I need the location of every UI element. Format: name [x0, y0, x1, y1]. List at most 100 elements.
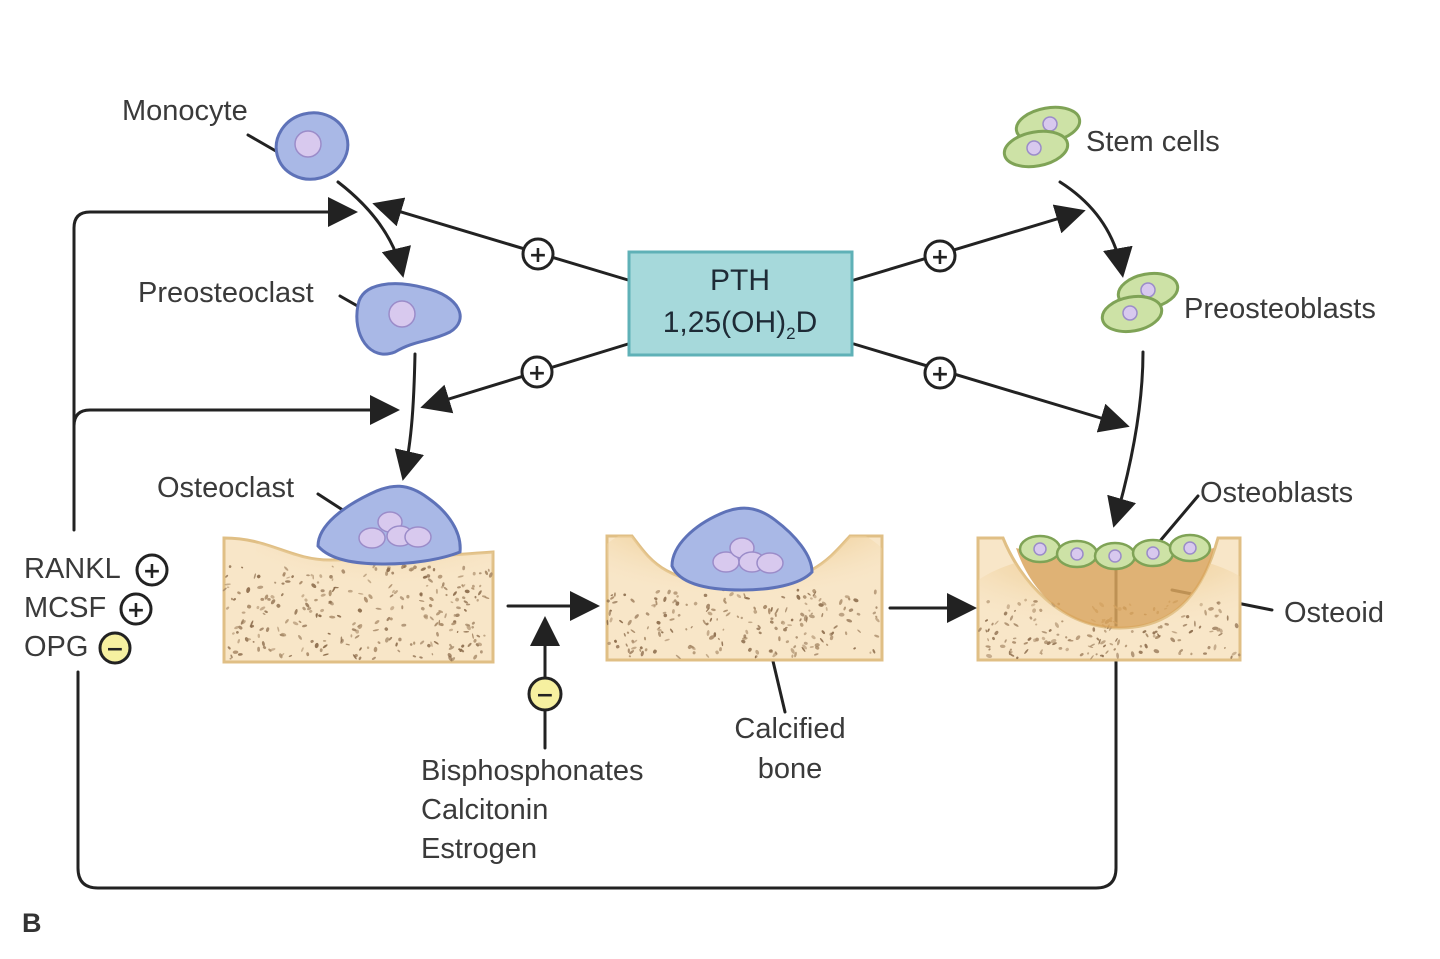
osteoclast-cell-in-pit: [670, 506, 814, 592]
bone-speckle: [770, 617, 774, 621]
bone-speckle: [328, 600, 332, 603]
bone-speckle: [422, 575, 428, 579]
bone-speckle: [427, 578, 433, 583]
bone-speckle: [802, 644, 808, 650]
bone-speckle: [298, 634, 302, 640]
bone-speckle: [463, 600, 468, 604]
bone-speckle: [301, 647, 304, 652]
bone-speckle: [755, 649, 760, 655]
bone-speckle: [427, 643, 431, 648]
bone-speckle: [225, 606, 230, 610]
bone-speckle: [234, 625, 240, 630]
bone-speckle: [285, 580, 291, 583]
label-stem-cells: Stem cells: [1086, 126, 1220, 158]
bone-speckle: [481, 595, 487, 598]
bone-speckle: [802, 595, 807, 599]
bone-speckle: [471, 584, 475, 588]
bone-speckle-texture: [222, 563, 493, 662]
bone-speckle: [693, 601, 698, 606]
bone-speckle: [833, 625, 838, 629]
bone-speckle: [430, 641, 433, 648]
bone-speckle: [236, 631, 239, 634]
bone-speckle: [276, 603, 281, 608]
bone-speckle: [433, 641, 439, 645]
label-osteoid: Osteoid: [1284, 597, 1384, 629]
bone-speckle: [736, 615, 740, 618]
bone-speckle: [449, 643, 453, 648]
bone-speckle: [988, 648, 991, 651]
bone-speckle: [461, 644, 465, 648]
bone-speckle: [705, 622, 709, 626]
bone-speckle: [457, 575, 464, 578]
bone-speckle: [432, 568, 436, 572]
bone-speckle: [230, 654, 233, 659]
bone-speckle: [265, 627, 270, 632]
bone-speckle: [398, 637, 402, 642]
bone-speckle: [623, 593, 627, 597]
bone-speckle: [429, 616, 434, 621]
bone-speckle: [388, 583, 393, 589]
svg-text:OPG: OPG: [24, 631, 88, 663]
bone-speckle: [644, 648, 648, 652]
bone-speckle: [418, 600, 425, 602]
bone-speckle: [774, 612, 777, 617]
bone-speckle: [284, 619, 289, 624]
svg-text:+: +: [931, 362, 949, 387]
bone-speckle: [329, 615, 336, 619]
bone-speckle: [419, 592, 423, 596]
osteoclast-cell: [316, 484, 462, 566]
bone-speckle: [281, 582, 285, 585]
factor-rankl: RANKL +: [24, 553, 169, 587]
bone-speckle: [791, 654, 794, 658]
bone-speckle: [1009, 648, 1013, 651]
bone-speckle: [372, 629, 380, 632]
bone-speckle: [1008, 650, 1011, 656]
bone-speckle: [843, 606, 846, 611]
bone-speckle: [240, 618, 244, 625]
bone-speckle: [872, 649, 876, 654]
bone-speckle: [821, 601, 827, 606]
bone-speckle: [1010, 650, 1013, 654]
bone-speckle: [358, 592, 364, 595]
bone-speckle: [357, 608, 362, 613]
feedback-loop-bottom: [76, 543, 1118, 890]
svg-text:RANKL: RANKL: [24, 553, 121, 585]
bone-speckle: [245, 637, 252, 641]
bone-speckle: [390, 606, 395, 611]
bone-speckle: [838, 612, 845, 617]
bone-speckle: [428, 603, 433, 608]
bone-speckle: [796, 594, 801, 600]
bone-speckle: [420, 640, 425, 645]
bone-speckle: [304, 598, 308, 602]
bone-speckle: [259, 606, 266, 611]
bone-speckle: [354, 635, 360, 639]
bone-speckle: [277, 626, 280, 632]
bone-speckle: [401, 623, 407, 627]
bone-speckle: [445, 593, 448, 597]
bone-speckle: [769, 649, 773, 653]
bone-speckle: [794, 651, 797, 658]
bone-speckle: [663, 613, 668, 618]
bone-speckle: [716, 618, 719, 621]
bone-speckle: [420, 567, 427, 572]
bone-speckle: [669, 628, 674, 633]
bone-speckle: [253, 573, 256, 579]
bone-speckle: [389, 594, 394, 598]
bone-speckle: [257, 585, 264, 589]
bone-speckle: [315, 613, 318, 617]
bone-speckle: [237, 638, 240, 644]
factor-mcsf: MCSF +: [24, 592, 153, 626]
bone-speckle: [783, 627, 787, 632]
bone-speckle: [985, 645, 991, 648]
bone-speckle: [656, 628, 662, 632]
bone-speckle: [406, 594, 410, 599]
bone-speckle: [708, 635, 715, 640]
bone-speckle: [256, 574, 261, 579]
bone-speckle: [785, 640, 790, 644]
bone-speckle: [320, 589, 325, 593]
bone-speckle: [610, 594, 614, 597]
bone-speckle: [419, 656, 423, 659]
bone-speckle: [986, 654, 993, 658]
bone-speckle: [314, 642, 319, 649]
bone-speckle: [473, 638, 477, 643]
